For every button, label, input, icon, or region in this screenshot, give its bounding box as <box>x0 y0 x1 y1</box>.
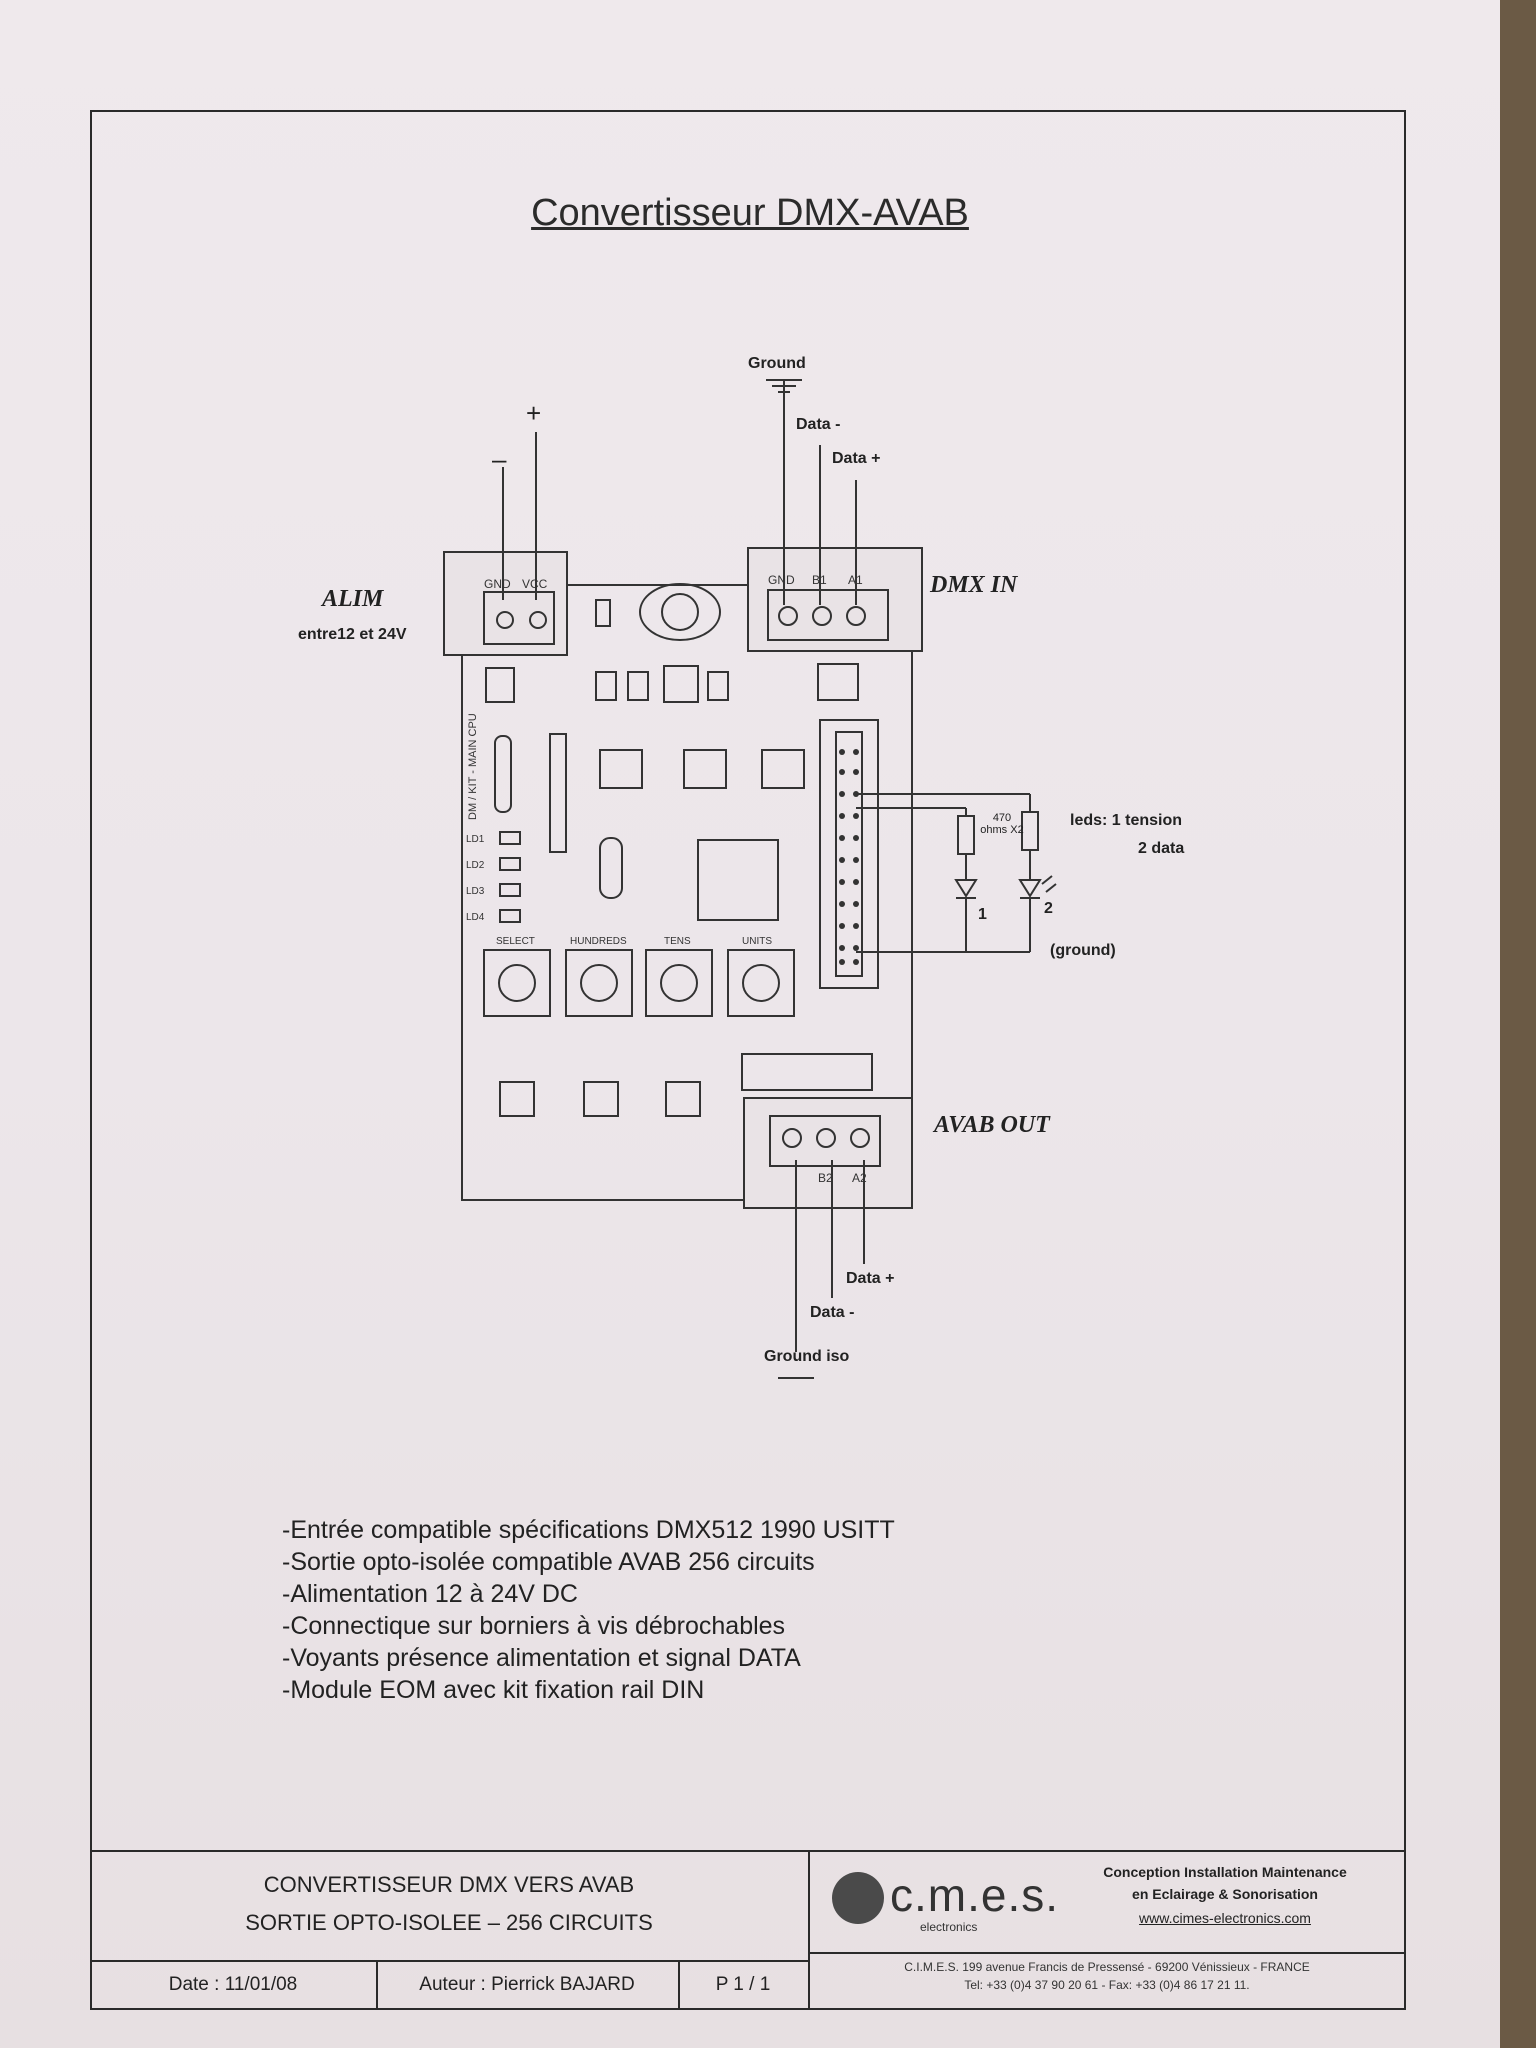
board-ld1: LD1 <box>466 834 485 845</box>
dmx-pin-a1: A1 <box>848 573 863 587</box>
company-logo: c.m.e.s. electronics <box>832 1868 1058 1942</box>
leds-note-line2: 2 data <box>1138 840 1185 857</box>
alim-pin-gnd: GND <box>484 577 511 591</box>
ribbon-header <box>819 719 879 989</box>
alim-pin-vcc: VCC <box>522 577 548 591</box>
alim-label: ALIM <box>322 586 384 612</box>
alim-minus-label: – <box>492 444 507 474</box>
feature-item: -Alimentation 12 à 24V DC <box>282 1580 578 1608</box>
dmx-pin-gnd: GND <box>768 573 795 587</box>
avab-out-label: AVAB OUT <box>934 1112 1050 1138</box>
company-phone: Tel: +33 (0)4 37 90 20 61 - Fax: +33 (0)… <box>964 1978 1250 1992</box>
dmx-data-plus-label: Data + <box>832 450 881 467</box>
dmx-pin-b1: B1 <box>812 573 827 587</box>
dmx-in-connector-box <box>747 547 923 652</box>
document-title: Convertisseur DMX-AVAB <box>531 192 969 234</box>
title-block-page: P 1 / 1 <box>715 1974 771 1995</box>
logo-subtext: electronics <box>920 1920 978 1934</box>
dmx-data-minus-label: Data - <box>796 416 841 433</box>
feature-item: -Sortie opto-isolée compatible AVAB 256 … <box>282 1548 815 1576</box>
board-label-select: SELECT <box>496 936 535 947</box>
led1-label: 1 <box>978 906 987 923</box>
logo-circle-icon <box>832 1872 884 1924</box>
dmx-in-label: DMX IN <box>930 572 1018 598</box>
feature-item: -Connectique sur borniers à vis débrocha… <box>282 1612 786 1640</box>
title-block-author: Auteur : Pierrick BAJARD <box>419 1974 635 1995</box>
title-block-date: Date : 11/01/08 <box>168 1974 298 1995</box>
page-frame <box>90 110 1406 2010</box>
company-website[interactable]: www.cimes-electronics.com <box>1139 1910 1311 1926</box>
board-ld3: LD3 <box>466 886 485 897</box>
alim-plus-label: + <box>526 398 542 428</box>
feature-list: -Entrée compatible spécifications DMX512… <box>282 1514 895 1706</box>
dmx-ground-label: Ground <box>748 355 806 372</box>
title-block-line2: SORTIE OPTO-ISOLEE – 256 CIRCUITS <box>245 1910 653 1935</box>
board-label-units: UNITS <box>742 936 772 947</box>
led2-label: 2 <box>1044 900 1053 917</box>
alim-range-label: entre12 et 24V <box>298 626 407 643</box>
company-address: C.I.M.E.S. 199 avenue Francis de Pressen… <box>904 1960 1310 1974</box>
feature-item: -Entrée compatible spécifications DMX512… <box>282 1516 895 1544</box>
avab-pin-b2: B2 <box>818 1171 833 1185</box>
wiring-diagram: SELECT HUNDREDS TENS UNITS DM / KIT - MA… <box>443 379 1057 1379</box>
resistor-label: 470 ohms X2 <box>980 812 1024 836</box>
company-tagline-2: en Eclairage & Sonorisation <box>1132 1886 1318 1902</box>
board-ld4: LD4 <box>466 912 485 923</box>
alim-connector-box <box>443 551 568 656</box>
board-ld2: LD2 <box>466 860 485 871</box>
avab-pin-a2: A2 <box>852 1171 867 1185</box>
board-label-tens: TENS <box>664 936 691 947</box>
board-label-hundreds: HUNDREDS <box>570 936 627 947</box>
title-block-line1: CONVERTISSEUR DMX VERS AVAB <box>263 1872 635 1897</box>
avab-ground-label: Ground iso <box>764 1348 850 1365</box>
feature-item: -Voyants présence alimentation et signal… <box>282 1644 801 1672</box>
avab-data-plus-label: Data + <box>846 1270 895 1287</box>
feature-item: -Module EOM avec kit fixation rail DIN <box>282 1676 705 1704</box>
company-tagline-1: Conception Installation Maintenance <box>1103 1864 1347 1880</box>
logo-text: c.m.e.s. <box>890 1869 1060 1921</box>
leds-note-line1: leds: 1 tension <box>1070 812 1183 829</box>
paper-sheet: Convertisseur DMX-AVAB <box>0 0 1500 2048</box>
board-label-side: DM / KIT - MAIN CPU <box>467 713 479 820</box>
leds-ground-label: (ground) <box>1050 942 1116 959</box>
avab-data-minus-label: Data - <box>810 1304 855 1321</box>
